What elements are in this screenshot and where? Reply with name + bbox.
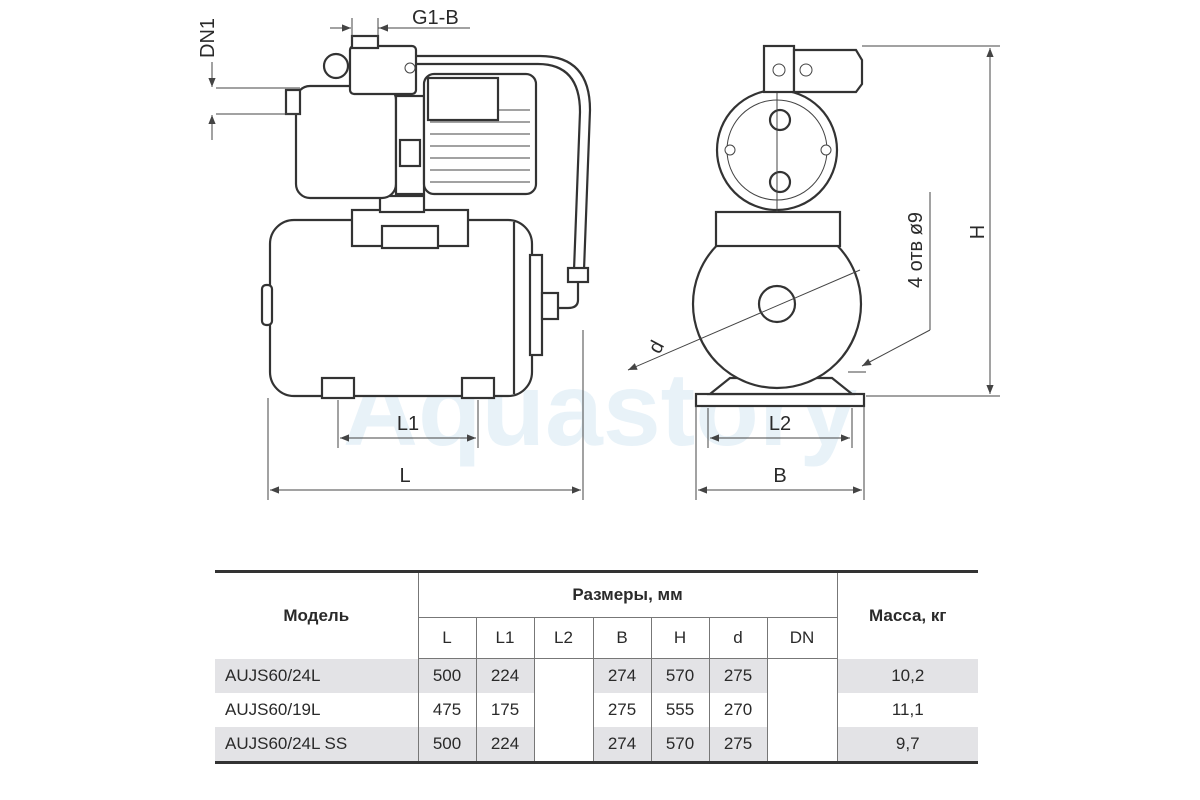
pump-inlet [284, 88, 302, 116]
tank-end-cap [260, 283, 274, 327]
hose-nut [566, 266, 590, 284]
cell-d: 270 [708, 693, 767, 727]
label-g1b: G1-B [412, 7, 459, 29]
tank-center-port [757, 284, 797, 324]
tank-foot-right [460, 376, 496, 400]
header-l: L [417, 617, 476, 659]
header-b: B [592, 617, 651, 659]
label-l: L [399, 465, 410, 487]
cell-l2 [533, 727, 593, 764]
side-view-dimensions: L L1 DN1 G1-B [197, 7, 584, 500]
cell-l1: 175 [475, 693, 534, 727]
label-dn1: DN1 [197, 18, 219, 58]
hose [416, 54, 592, 271]
header-d: d [708, 617, 767, 659]
dim-d-line [627, 269, 861, 371]
label-holes: 4 отв ø9 [905, 212, 927, 288]
cell-model: AUJS60/24L SS [215, 727, 418, 764]
header-model: Модель [215, 570, 418, 659]
cell-mass: 10,2 [836, 658, 978, 693]
technical-drawing: Aquastory [197, 7, 1000, 500]
outlet-fitting [350, 34, 380, 50]
cell-dn [766, 693, 837, 727]
dim-holes-leader [861, 329, 931, 367]
pressure-switch [348, 44, 418, 96]
cell-l: 500 [417, 727, 476, 764]
side-view [260, 34, 592, 400]
cell-b: 275 [592, 693, 651, 727]
pump-housing [294, 84, 398, 200]
spec-table: Модель Размеры, мм Масса, кг L L1 L2 B H… [215, 570, 978, 764]
cell-b: 274 [592, 658, 651, 693]
header-dn: DN [766, 617, 837, 659]
cell-h: 555 [650, 693, 709, 727]
cell-model: AUJS60/24L [215, 658, 418, 693]
front-bracket [714, 210, 842, 248]
front-view [691, 44, 866, 408]
cell-h: 570 [650, 727, 709, 764]
cell-l1: 224 [475, 658, 534, 693]
cell-dn [766, 658, 837, 693]
table-row: AUJS60/24L 500 224 274 570 275 10,2 [215, 658, 978, 693]
pump-flange-port [398, 138, 422, 168]
terminal-box [426, 76, 500, 122]
label-b: B [773, 465, 786, 487]
front-view-dimensions: B L2 H d 4 отв ø9 [627, 45, 1000, 500]
cell-model: AUJS60/19L [225, 700, 321, 719]
table-row: AUJS60/24L SS 500 224 274 570 275 9,7 [215, 727, 978, 764]
cell-l1: 224 [475, 727, 534, 764]
cell-mass: 11,1 [836, 693, 978, 727]
header-h: H [650, 617, 709, 659]
cell-b: 274 [592, 727, 651, 764]
base-plate [694, 392, 866, 408]
header-mass: Масса, кг [836, 570, 978, 659]
cell-d: 275 [708, 658, 767, 693]
cell-h: 570 [650, 658, 709, 693]
pump-foot [378, 194, 426, 214]
cell-l: 500 [417, 658, 476, 693]
cell-l2 [533, 658, 593, 693]
bracket-cutout [380, 224, 440, 250]
cell-l2 [533, 693, 593, 727]
header-l1: L1 [475, 617, 534, 659]
front-switch-body [792, 48, 864, 94]
cell-mass: 9,7 [836, 727, 978, 764]
tank-foot-left [320, 376, 356, 400]
label-l2: L2 [769, 413, 791, 435]
tank-fitting [540, 291, 560, 321]
cell-dn [766, 727, 837, 764]
header-l2: L2 [533, 617, 593, 659]
cell-l: 475 [417, 693, 476, 727]
header-dimensions: Размеры, мм [417, 570, 837, 618]
label-h: H [967, 225, 989, 239]
table-row: AUJS60/19L 475 175 275 555 270 11,1 [215, 693, 978, 727]
label-l1: L1 [397, 413, 419, 435]
tank-flange [528, 253, 544, 357]
cell-d: 275 [708, 727, 767, 764]
pressure-gauge [322, 52, 350, 80]
